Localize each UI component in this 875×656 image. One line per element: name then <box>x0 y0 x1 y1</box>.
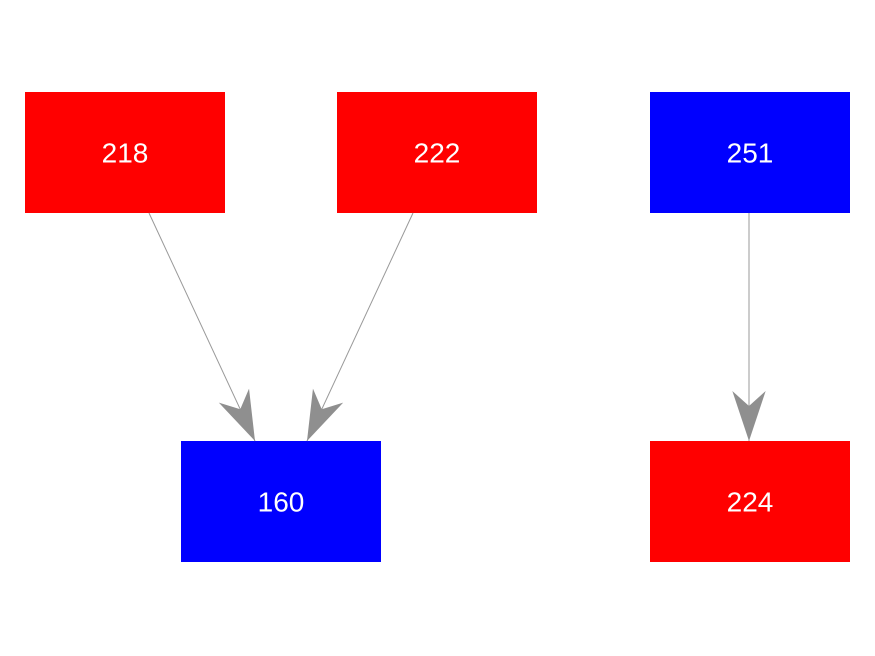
node-rect-160[interactable] <box>181 441 381 562</box>
node-label: 218 <box>102 138 149 169</box>
node-rect-218[interactable] <box>25 92 225 213</box>
node-rect-224[interactable] <box>650 441 850 562</box>
node-251[interactable]: 251 <box>650 92 850 213</box>
edge-218-to-160[interactable] <box>148 212 256 442</box>
edges-layer <box>148 212 766 442</box>
node-218[interactable]: 218 <box>25 92 225 213</box>
node-rect-251[interactable] <box>650 92 850 213</box>
node-160[interactable]: 160 <box>181 441 381 562</box>
node-rect-222[interactable] <box>337 92 537 213</box>
node-label: 224 <box>727 487 774 518</box>
node-label: 251 <box>727 138 774 169</box>
node-222[interactable]: 222 <box>337 92 537 213</box>
edge-222-to-160[interactable] <box>306 212 414 442</box>
nodes-layer: 218 222 251 160 224 <box>25 92 850 562</box>
node-224[interactable]: 224 <box>650 441 850 562</box>
node-label: 160 <box>258 487 305 518</box>
node-label: 222 <box>414 138 461 169</box>
